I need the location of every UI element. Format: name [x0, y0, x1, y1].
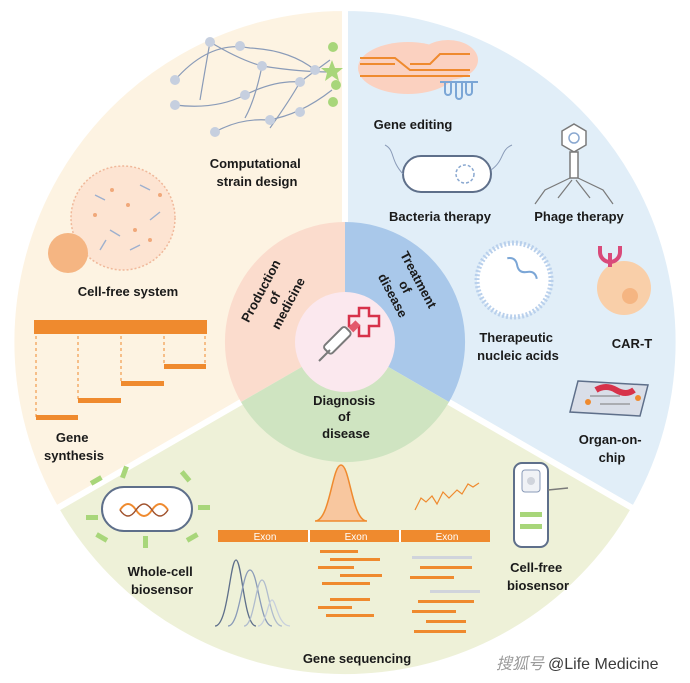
phage-therapy-icon [534, 123, 614, 205]
organ-on-chip-icon [569, 380, 649, 417]
whole-cell-biosensor-label: Whole-cell biosensor [128, 564, 197, 597]
gene-synthesis-icon [34, 320, 207, 420]
cell-free-system-label: Cell-free system [78, 284, 178, 299]
organ-on-chip-label: Organ-on- chip [579, 432, 645, 465]
bacteria-therapy-label: Bacteria therapy [389, 209, 492, 224]
gene-sequencing-icon: Exon Exon Exon [214, 464, 490, 633]
watermark: 搜狐号@Life Medicine [496, 650, 659, 674]
exon-bar: Exon Exon Exon [218, 530, 490, 543]
phage-therapy-label: Phage therapy [534, 209, 624, 224]
inner-ring [224, 221, 466, 463]
gene-sequencing-label: Gene sequencing [303, 651, 411, 666]
therapeutic-nucleic-acid-icon [474, 240, 554, 320]
watermark-prefix: 搜狐号 [496, 656, 545, 673]
cell-free-biosensor-label: Cell-free biosensor [507, 560, 569, 593]
gene-synthesis-label: Gene synthesis [44, 430, 104, 463]
gene-editing-icon [358, 40, 478, 100]
medicine-syringe-icon [318, 306, 381, 362]
watermark-text: @Life Medicine [548, 656, 659, 673]
computational-strain-design-label: Computational strain design [210, 156, 305, 189]
strain-network-icon [170, 37, 343, 137]
diagnosis-of-disease-label: Diagnosis of disease [313, 393, 379, 441]
therapeutic-nucleic-acids-label: Therapeutic nucleic acids [477, 330, 559, 363]
center-core [295, 292, 395, 392]
cell-free-system-icon [48, 165, 176, 273]
exon-label-1: Exon [254, 532, 277, 543]
exon-label-2: Exon [345, 532, 368, 543]
diagnosis-inner-sector [241, 342, 449, 463]
bacteria-therapy-icon [384, 144, 513, 193]
exon-label-3: Exon [436, 532, 459, 543]
whole-cell-biosensor-icon [86, 465, 210, 548]
car-t-label: CAR-T [612, 336, 652, 351]
cell-free-biosensor-icon [513, 462, 569, 548]
gene-editing-label: Gene editing [374, 117, 453, 132]
car-t-icon [597, 246, 651, 315]
